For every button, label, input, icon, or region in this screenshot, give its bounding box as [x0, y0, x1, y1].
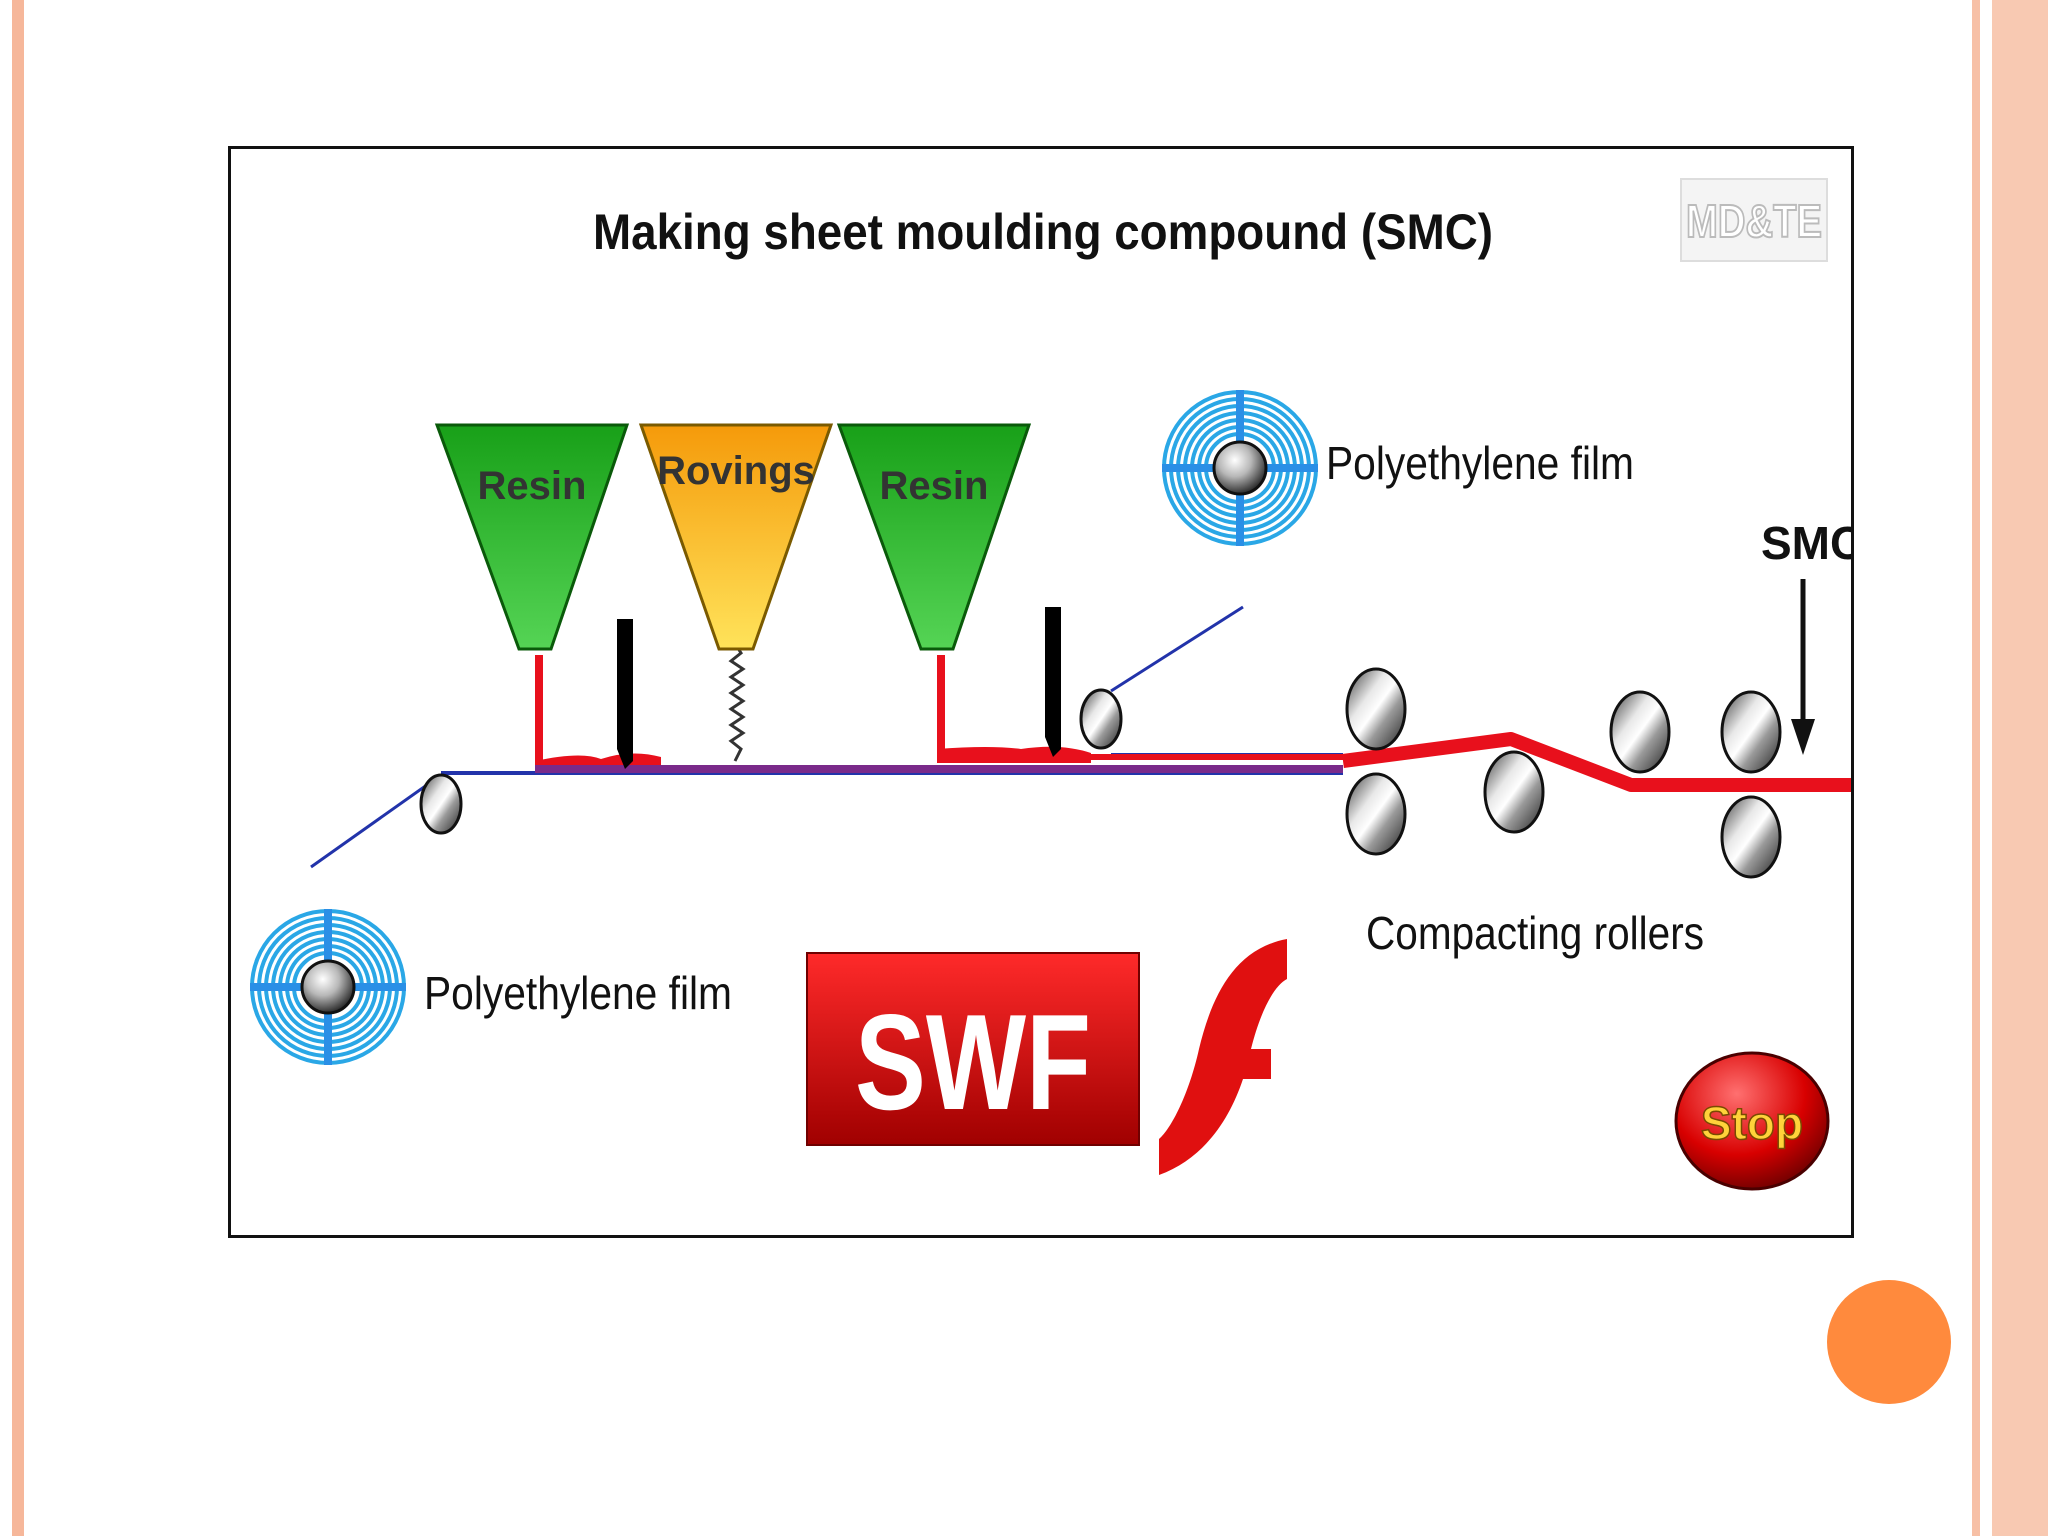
resin-flow: [535, 655, 1851, 792]
film-spool-top: [1160, 388, 1320, 548]
guide-roller-top: [1079, 688, 1123, 750]
svg-text:Resin: Resin: [880, 464, 989, 508]
guide-roller-bottom: [419, 773, 463, 835]
svg-text:Stop: Stop: [1701, 1097, 1803, 1149]
diagram-title: Making sheet moulding compound (SMC): [593, 204, 1493, 260]
label-smc: SMC: [1761, 517, 1851, 569]
stop-button[interactable]: Stop: [1674, 1051, 1830, 1191]
slide-border-left: [12, 0, 24, 1536]
hopper-resin-2: Resin: [836, 423, 1032, 651]
smc-arrow: [1791, 579, 1815, 755]
smc-process-diagram: Making sheet moulding compound (SMC) MD&…: [248, 178, 1851, 1191]
diagram-frame: Making sheet moulding compound (SMC) MD&…: [228, 146, 1854, 1238]
label-film-top: Polyethylene film: [1326, 437, 1634, 489]
film-spool-bottom: [248, 907, 408, 1067]
label-compacting-rollers: Compacting rollers: [1366, 907, 1704, 959]
orange-accent-dot: [1827, 1280, 1951, 1404]
doctor-blade-1: [617, 619, 633, 769]
rovings-strand: [728, 644, 746, 762]
hopper-rovings: Rovings: [638, 423, 834, 651]
swf-badge[interactable]: SWF: [806, 952, 1140, 1146]
doctor-blade-2: [1045, 607, 1061, 757]
hopper-resin-1: Resin: [434, 423, 630, 651]
slide-border-right: [1964, 0, 2048, 1536]
label-film-bottom: Polyethylene film: [424, 967, 732, 1019]
svg-text:MD&TE: MD&TE: [1686, 195, 1822, 247]
svg-text:SWF: SWF: [855, 986, 1091, 1138]
svg-text:Rovings: Rovings: [657, 449, 815, 493]
film-path: [310, 605, 1343, 869]
watermark-logo: MD&TE: [1680, 178, 1828, 262]
flash-logo-icon: [1159, 939, 1287, 1175]
compacting-rollers: [1345, 667, 1782, 879]
svg-text:Resin: Resin: [478, 464, 587, 508]
